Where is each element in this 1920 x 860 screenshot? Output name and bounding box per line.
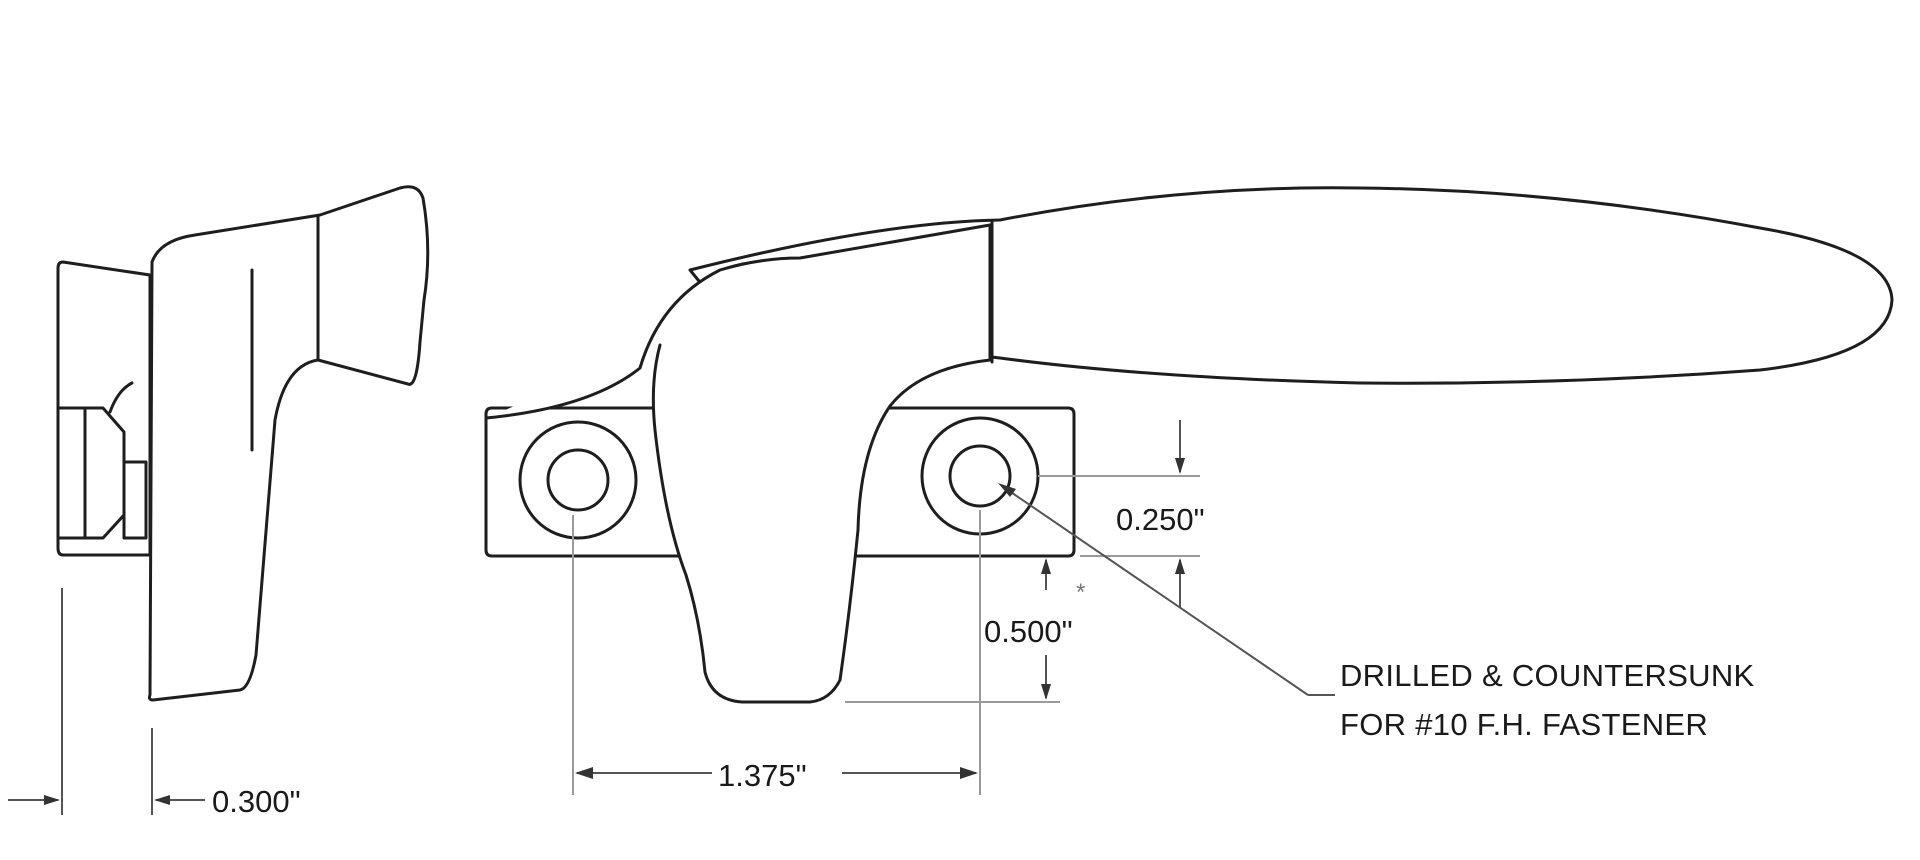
dim-base-label: 0.500" [984,614,1073,649]
dim-thickness-label: 0.300" [212,784,301,819]
side-view-handle-body [147,185,430,702]
callout-note-line2: FOR #10 F.H. FASTENER [1340,707,1708,742]
dim-hole-spacing: 1.375" [572,510,981,795]
left-hole-bore [546,448,610,512]
asterisk-mark: * [1076,579,1085,606]
dim-spacing-label: 1.375" [718,758,807,793]
left-mounting-hole [518,420,638,540]
side-view-pin-curve [108,381,134,414]
dim-hole-to-base: 0.500" [845,558,1073,703]
front-view [484,186,1894,704]
dim-spacing-arrow-left [575,767,593,779]
right-hole-bore [948,444,1012,508]
dim-base-arrow-bottom [1041,684,1051,700]
dim-edge-to-hole: 0.250" [1038,420,1205,608]
side-view-nut [56,406,126,540]
dim-edge-label: 0.250" [1116,502,1205,537]
dim-thickness: 0.300" [8,588,301,819]
dim-edge-arrow-bottom [1175,558,1185,574]
front-view-cam-body [484,223,992,704]
dim-thickness-arrow-left [44,795,60,805]
countersink-callout: DRILLED & COUNTERSUNK FOR #10 F.H. FASTE… [998,483,1755,742]
side-view-washer [122,460,148,540]
dim-thickness-arrow-right [154,795,170,805]
side-view [56,185,430,702]
dim-spacing-arrow-right [960,767,978,779]
dim-base-arrow-top [1041,558,1051,574]
callout-leader-arrow [998,483,1016,497]
dim-edge-arrow-top [1175,458,1185,474]
callout-leader-diagonal [1001,485,1309,696]
callout-note-line1: DRILLED & COUNTERSUNK [1340,658,1755,693]
